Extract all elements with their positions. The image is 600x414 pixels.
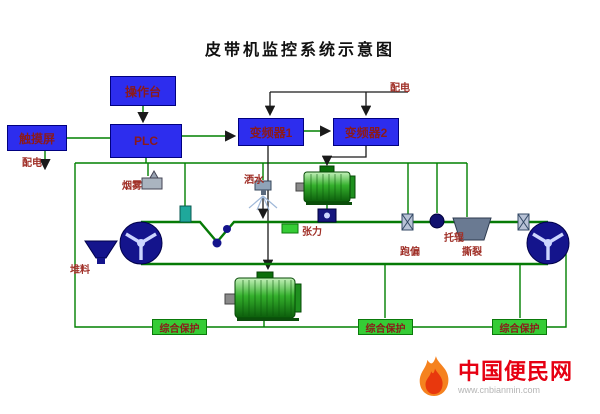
plc-box: PLC: [110, 124, 182, 158]
flame-logo-icon: [419, 356, 449, 396]
label-smoke: 烟雾: [122, 181, 142, 192]
idler-roller-icon: [429, 213, 445, 229]
label-deviation: 跑偏: [400, 247, 420, 258]
signal-wires: [39, 106, 567, 328]
protection-box-1: 综合保护: [152, 319, 207, 335]
drive-unit-icon: [317, 208, 337, 223]
top-motor-icon: [295, 165, 356, 205]
protection-box-2: 综合保护: [358, 319, 413, 335]
hopper-icon: [84, 240, 118, 264]
smoke-sensor-icon: [141, 169, 163, 190]
label-power-left: 配电: [22, 158, 42, 169]
label-pile: 堆料: [70, 265, 90, 276]
tear-detector-icon: [452, 217, 492, 241]
tension-sensor-icon: [281, 223, 299, 234]
inverter1-box: 变频器1: [238, 118, 304, 146]
left-pulley-icon: [119, 221, 163, 265]
watermark-site-name: 中国便民网: [458, 358, 574, 384]
label-tension: 张力: [302, 227, 322, 238]
diagram-title: 皮带机监控系统示意图: [204, 42, 395, 59]
deviation-switch-icon: [517, 213, 530, 231]
label-spray: 洒水: [244, 175, 264, 186]
label-tear: 撕裂: [462, 247, 482, 258]
label-power-top: 配电: [390, 83, 410, 94]
deviation-switch-icon: [401, 213, 414, 231]
console-box: 操作台: [110, 76, 176, 106]
proximity-sensor-icon: [179, 205, 192, 223]
right-pulley-icon: [526, 221, 570, 265]
takeup-roller-icon: [223, 225, 231, 233]
watermark: 中国便民网 www.cnbianmin.com: [416, 354, 573, 400]
inverter2-box: 变频器2: [333, 118, 399, 146]
protection-box-3: 综合保护: [492, 319, 547, 335]
touchscreen-box: 触摸屏: [7, 125, 67, 151]
label-idler: 托辊: [444, 233, 464, 244]
sprinkler-icon: [248, 180, 278, 211]
bottom-motor-icon: [224, 271, 302, 321]
takeup-roller-icon: [212, 238, 222, 248]
watermark-site-url: www.cnbianmin.com: [458, 384, 541, 395]
